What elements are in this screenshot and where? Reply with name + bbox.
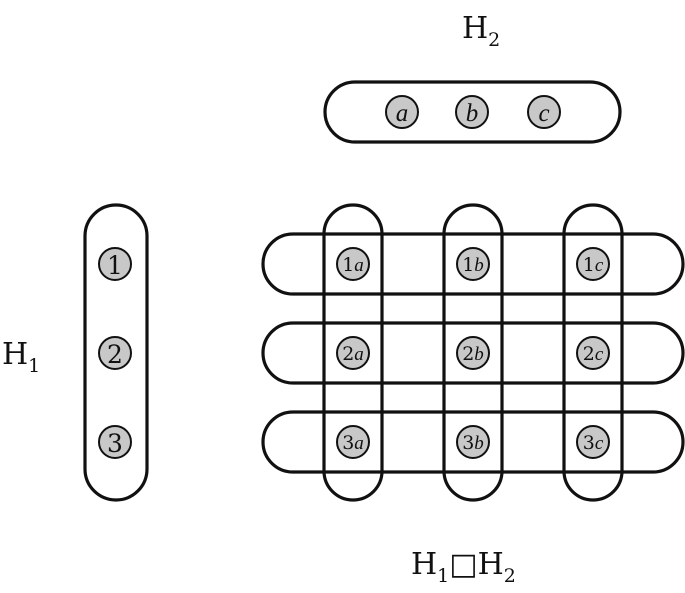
svg-text:2a: 2a bbox=[342, 343, 364, 365]
h2-title: H2 bbox=[462, 11, 500, 51]
product-node-2c: 2c bbox=[576, 336, 610, 370]
h2-hyperedge bbox=[323, 80, 622, 144]
product-row-hyperedge-2 bbox=[261, 321, 685, 385]
h1-title: H1 bbox=[2, 337, 40, 377]
svg-text:1a: 1a bbox=[342, 254, 364, 276]
h2-node-c: c bbox=[527, 95, 561, 129]
svg-text:c: c bbox=[538, 100, 549, 127]
product-col-hyperedge-c bbox=[562, 203, 624, 502]
h1-node-3: 3 bbox=[98, 425, 132, 459]
product-node-2b: 2b bbox=[456, 336, 490, 370]
svg-text:3c: 3c bbox=[583, 432, 604, 454]
product-col-hyperedge-a bbox=[322, 203, 384, 502]
product-node-3a: 3a bbox=[336, 425, 370, 459]
product-node-2a: 2a bbox=[336, 336, 370, 370]
product-node-1b: 1b bbox=[456, 247, 490, 281]
product-node-1c: 1c bbox=[576, 247, 610, 281]
h1-node-1: 1 bbox=[98, 247, 132, 281]
svg-text:2: 2 bbox=[107, 340, 123, 369]
product-col-hyperedge-b bbox=[442, 203, 504, 502]
product-node-3c: 3c bbox=[576, 425, 610, 459]
svg-text:3: 3 bbox=[107, 429, 123, 458]
product-node-3b: 3b bbox=[456, 425, 490, 459]
svg-text:b: b bbox=[466, 100, 479, 127]
product-row-hyperedge-3 bbox=[261, 410, 685, 474]
h1-node-2: 2 bbox=[98, 336, 132, 370]
svg-text:3b: 3b bbox=[462, 432, 484, 454]
svg-text:1c: 1c bbox=[583, 254, 604, 276]
h2-node-a: a bbox=[385, 95, 419, 129]
product-title: H1□H2 bbox=[411, 547, 516, 587]
h2-node-b: b bbox=[455, 95, 489, 129]
svg-text:2b: 2b bbox=[462, 343, 484, 365]
svg-text:1b: 1b bbox=[462, 254, 484, 276]
product-node-1a: 1a bbox=[336, 247, 370, 281]
svg-text:2c: 2c bbox=[583, 343, 604, 365]
product-row-hyperedge-1 bbox=[261, 232, 685, 296]
h1-hyperedge bbox=[83, 203, 149, 502]
svg-text:3a: 3a bbox=[342, 432, 364, 454]
svg-text:a: a bbox=[396, 100, 409, 127]
svg-text:1: 1 bbox=[107, 251, 123, 280]
